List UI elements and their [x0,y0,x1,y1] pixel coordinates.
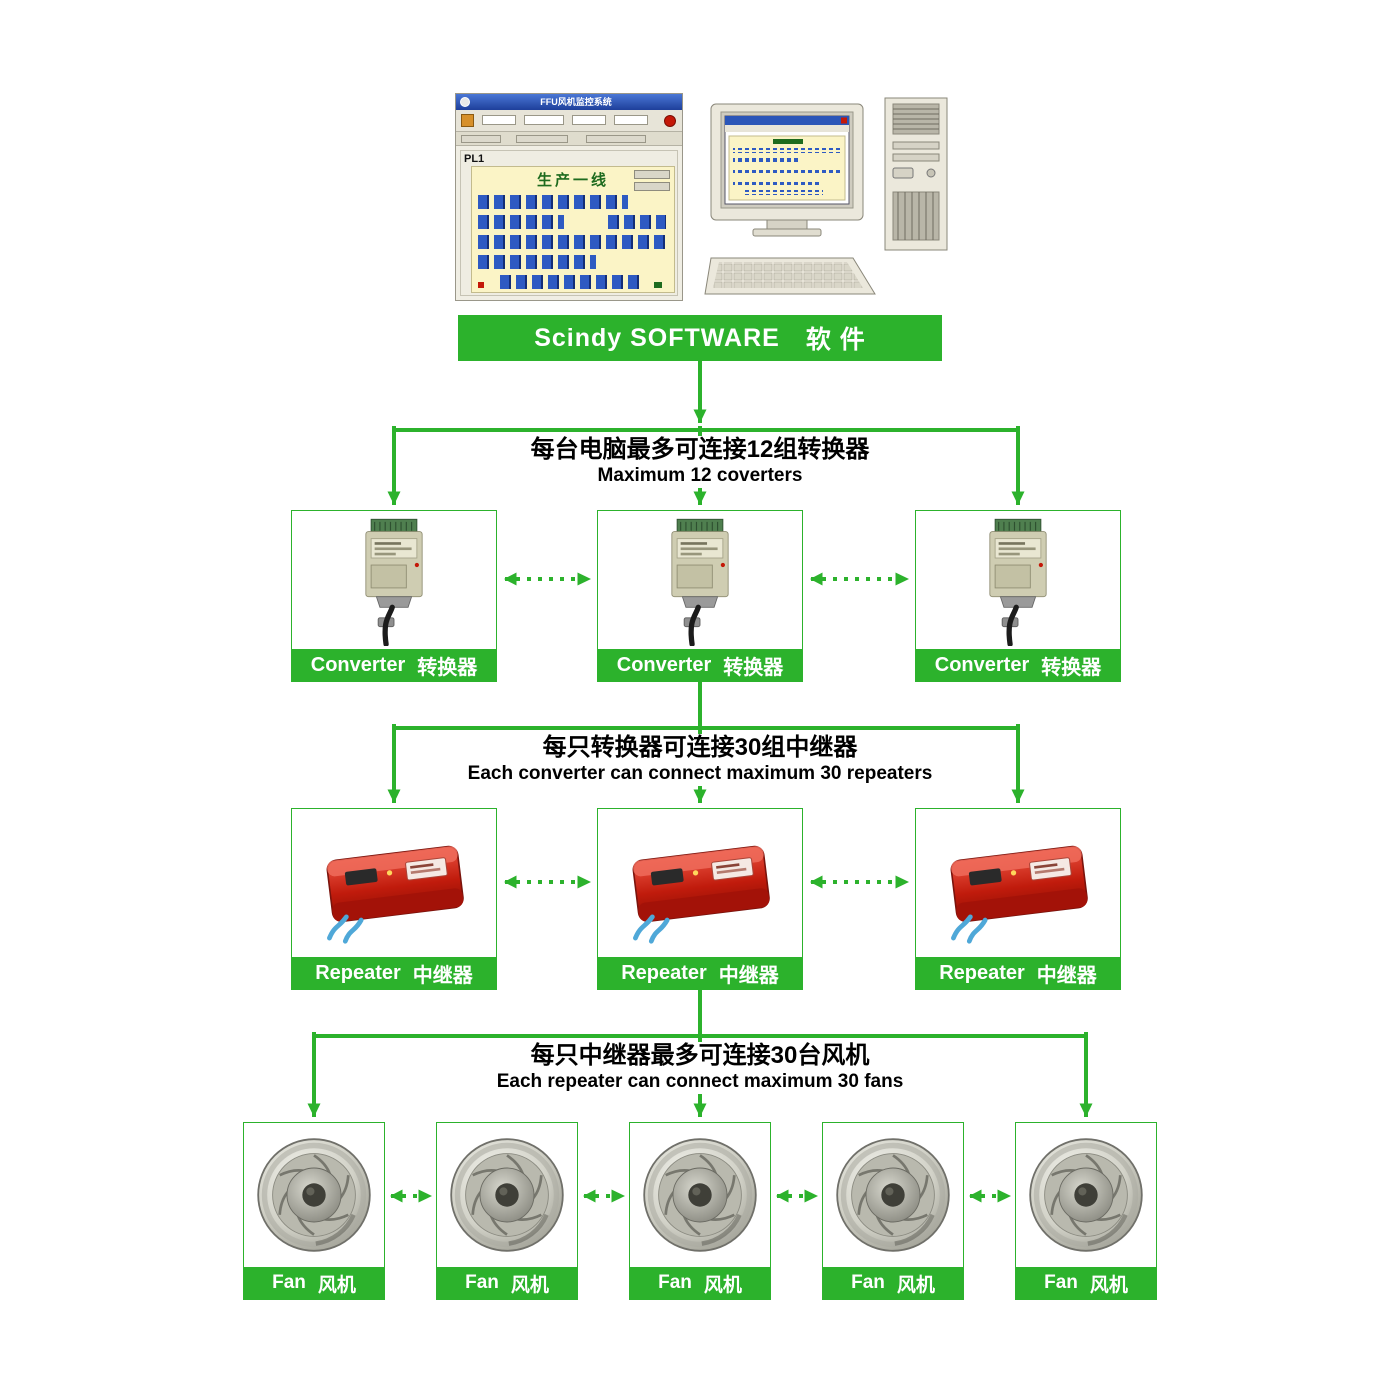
panel-id-label: PL1 [464,153,485,165]
ffu-grid-row [478,215,564,229]
status-dot-green [654,282,662,288]
software-screenshot: FFU风机监控系统 PL1 生产一线 [455,93,683,301]
ffu-grid-row [478,235,666,249]
fan-note-cn: 每只中继器最多可连接30台风机 [0,1042,1400,1070]
ffu-grid-row [478,195,628,209]
repeater-device-icon [598,809,802,957]
converter-device-icon [916,511,1120,649]
fan-impeller-icon [1016,1123,1156,1267]
line-name-label: 生产一线 [536,172,610,189]
screenshot-titlebar: FFU风机监控系统 [456,94,682,110]
toolbar-field [482,115,516,125]
converter-note-cn: 每台电脑最多可连接12组转换器 [0,436,1400,464]
toolbar-icon [461,114,474,127]
software-banner-cn: 软 件 [805,326,866,354]
desktop-computer-illustration [704,97,948,295]
fan-impeller-icon [823,1123,963,1267]
repeater-device-icon [916,809,1120,957]
converter-note-en: Maximum 12 coverters [0,464,1400,488]
ffu-grid-row [500,275,644,289]
screenshot-toolbar [456,110,682,132]
stop-button-icon [664,115,676,127]
fan-impeller-icon [244,1123,384,1267]
screenshot-title: FFU风机监控系统 [540,97,612,107]
toolbar-field [586,135,646,143]
fan-impeller-icon [437,1123,577,1267]
panel-button [634,182,670,191]
converter-device-icon [292,511,496,649]
toolbar-field [614,115,648,125]
software-banner-en: Scindy SOFTWARE [534,323,780,352]
ffu-grid-row [608,215,666,229]
repeater-note-en: Each converter can connect maximum 30 re… [0,762,1400,786]
app-logo-icon [460,97,470,107]
fan-note-en: Each repeater can connect maximum 30 fan… [0,1070,1400,1094]
ffu-grid-row [478,255,596,269]
toolbar-field [572,115,606,125]
panel-button [634,170,670,179]
fan-impeller-icon [630,1123,770,1267]
status-dot-red [478,282,484,288]
toolbar-field [516,135,568,143]
repeater-device-icon [292,809,496,957]
toolbar-field [524,115,564,125]
converter-device-icon [598,511,802,649]
toolbar-field [461,135,501,143]
production-line-panel: 生产一线 [471,166,675,293]
repeater-note-cn: 每只转换器可连接30组中继器 [0,734,1400,762]
software-banner: Scindy SOFTWARE 软 件 [458,315,942,361]
screenshot-body: PL1 生产一线 [460,150,678,296]
screenshot-toolbar-row2 [456,132,682,146]
